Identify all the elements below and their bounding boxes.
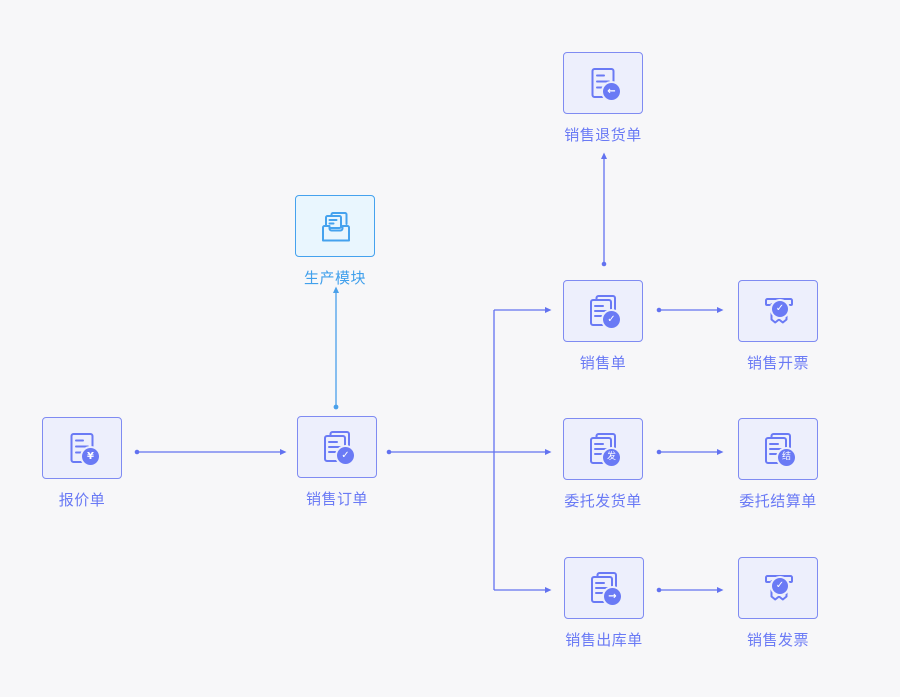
node-sales-invoicing: ✓ 销售开票 [718, 280, 838, 373]
sales-return-box[interactable]: ← [563, 52, 643, 114]
production-box[interactable] [295, 195, 375, 257]
sales-invoicing-label: 销售开票 [746, 354, 809, 372]
sales-order-box[interactable]: ✓ [297, 416, 377, 478]
node-quotation: ¥ 报价单 [22, 417, 142, 510]
sales-return-label: 销售退货单 [564, 126, 642, 144]
sales-invoice-box[interactable]: ✓ [738, 557, 818, 619]
consign-delivery-label: 委托发货单 [564, 492, 642, 510]
node-sales-return: ← 销售退货单 [543, 52, 663, 145]
node-consign-settlement: 结 委托结算单 [718, 418, 838, 511]
sales-slip-box[interactable]: ✓ [563, 280, 643, 342]
sales-invoicing-box[interactable]: ✓ [738, 280, 818, 342]
sales-slip-label: 销售单 [579, 354, 627, 372]
outbound-arrow-badge-icon: → [604, 588, 621, 605]
inbox-documents-icon [315, 206, 355, 246]
consign-delivery-box[interactable]: 发 [563, 418, 643, 480]
node-consign-delivery: 发 委托发货单 [543, 418, 663, 511]
sales-outbound-label: 销售出库单 [565, 631, 643, 649]
consign-settlement-box[interactable]: 结 [738, 418, 818, 480]
settlement-badge-icon: 结 [778, 449, 795, 466]
blue-arrow-start-dot [333, 404, 339, 410]
quotation-label: 报价单 [58, 491, 106, 509]
consign-settlement-label: 委托结算单 [739, 492, 817, 510]
check-badge-icon: ✓ [603, 311, 620, 328]
production-label: 生产模块 [303, 269, 366, 287]
node-sales-invoice: ✓ 销售发票 [718, 557, 838, 650]
sales-outbound-box[interactable]: → [564, 557, 644, 619]
check-badge-icon: ✓ [772, 301, 788, 317]
check-badge-icon: ✓ [772, 578, 788, 594]
return-arrow-badge-icon: ← [603, 83, 620, 100]
sales-invoice-label: 销售发票 [746, 631, 809, 649]
dispatch-badge-icon: 发 [603, 449, 620, 466]
quotation-box[interactable]: ¥ [42, 417, 122, 479]
node-production: 生产模块 [275, 195, 395, 288]
check-badge-icon: ✓ [337, 447, 354, 464]
sales-order-label: 销售订单 [305, 490, 368, 508]
node-sales-order: ✓ 销售订单 [277, 416, 397, 509]
yuan-badge-icon: ¥ [82, 448, 99, 465]
node-sales-slip: ✓ 销售单 [543, 280, 663, 373]
node-sales-outbound: → 销售出库单 [544, 557, 664, 650]
arrow-start-dots [134, 261, 662, 593]
